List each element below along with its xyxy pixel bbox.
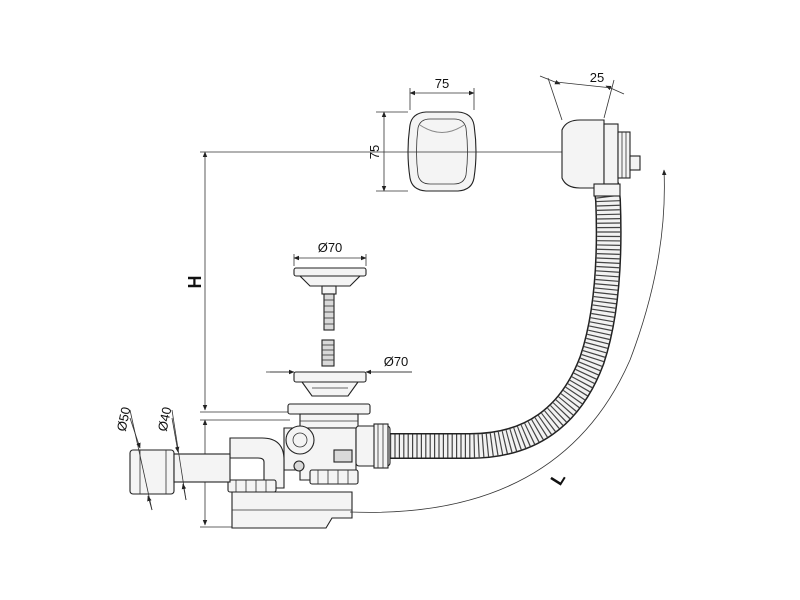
outlet-pipe: [129, 449, 231, 495]
overflow-width-dimension: 75: [409, 76, 475, 110]
overflow-body-side-view: [561, 119, 641, 197]
plug-assembly: [293, 267, 367, 367]
plug-diameter-label: Ø70: [318, 240, 343, 255]
drain-diameter-dimension: Ø70: [266, 354, 412, 375]
overflow-depth-label: 25: [590, 70, 604, 85]
trap-body: [227, 403, 391, 529]
flexible-hose: [390, 182, 622, 459]
overflow-depth-dimension: 25: [539, 70, 625, 121]
outlet-outer-diameter-label: Ø50: [114, 405, 134, 432]
overflow-width-label: 75: [435, 76, 449, 91]
outlet-outer-diameter-dimension: Ø50: [114, 405, 153, 511]
outlet-inner-diameter-label: Ø40: [155, 405, 175, 432]
overall-height-dimension: H: [185, 151, 208, 411]
outlet-inner-diameter-dimension: Ø40: [155, 405, 187, 501]
plug-diameter-dimension: Ø70: [293, 240, 367, 266]
drain-flange: [293, 371, 367, 397]
overall-height-label: H: [185, 276, 205, 289]
hose-length-label: L: [547, 469, 570, 489]
drain-diameter-label: Ø70: [384, 354, 409, 369]
overflow-cap-front-view: [407, 111, 477, 192]
overflow-height-dimension: 75: [367, 111, 408, 192]
